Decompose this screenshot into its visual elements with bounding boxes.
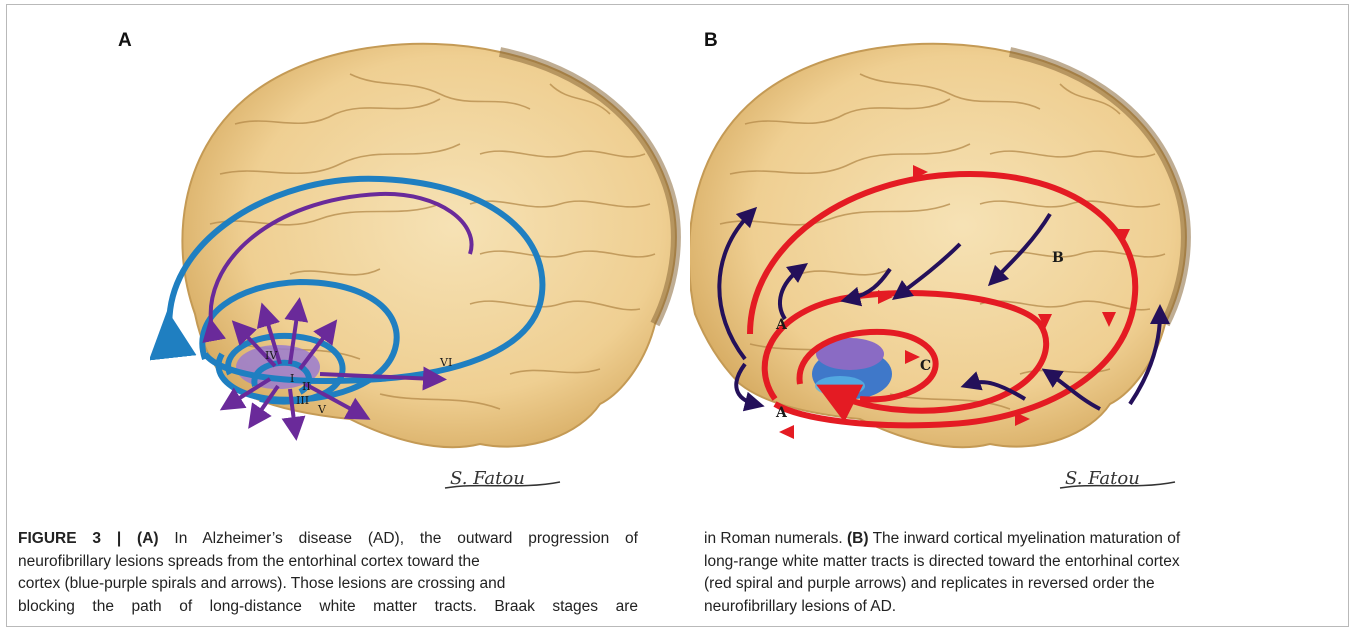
stage-label: V xyxy=(317,403,327,416)
caption-line: in Roman numerals. (B) The inward cortic… xyxy=(704,528,1314,551)
caption-line: long-range white matter tracts is direct… xyxy=(704,551,1314,574)
panel-b-illustration: A A B C S. Fatou xyxy=(690,14,1270,494)
region-label: A xyxy=(775,405,788,421)
caption-line: (red spiral and purple arrows) and repli… xyxy=(704,573,1314,596)
panel-a-illustration: I II III IV V VI S. Fatou xyxy=(150,14,730,494)
caption-line: blocking the path of long-distance white… xyxy=(18,596,638,619)
signature-b: S. Fatou xyxy=(1060,468,1175,489)
caption-line: cortex (blue-purple spirals and arrows).… xyxy=(18,573,638,596)
caption-line: FIGURE 3 | (A) In Alzheimer’s disease (A… xyxy=(18,528,638,551)
figure-label: FIGURE 3 | xyxy=(18,530,121,547)
figure-caption-left: FIGURE 3 | (A) In Alzheimer’s disease (A… xyxy=(18,528,638,618)
panel-a-reference: (A) xyxy=(137,530,159,547)
region-label: B xyxy=(1052,250,1064,266)
caption-text: in Roman numerals. xyxy=(704,530,847,547)
stage-label: IV xyxy=(265,349,278,362)
region-label: A xyxy=(775,317,788,333)
stage-label: III xyxy=(296,394,309,407)
brain-drawing-b xyxy=(690,44,1186,447)
caption-text: The inward cortical myelination maturati… xyxy=(869,530,1181,547)
stage-label: II xyxy=(302,380,311,393)
caption-line: neurofibrillary lesions of AD. xyxy=(704,596,1314,619)
region-label: C xyxy=(920,358,931,374)
figure-caption-right: in Roman numerals. (B) The inward cortic… xyxy=(704,528,1314,618)
stage-label: VI xyxy=(439,356,452,369)
panel-b-reference: (B) xyxy=(847,530,869,547)
caption-line: neurofibrillary lesions spreads from the… xyxy=(18,551,638,574)
signature-a: S. Fatou xyxy=(445,468,560,489)
caption-text: In Alzheimer’s disease (AD), the outward… xyxy=(159,530,638,547)
panel-a-label: A xyxy=(118,30,132,52)
stage-label: I xyxy=(290,372,294,385)
